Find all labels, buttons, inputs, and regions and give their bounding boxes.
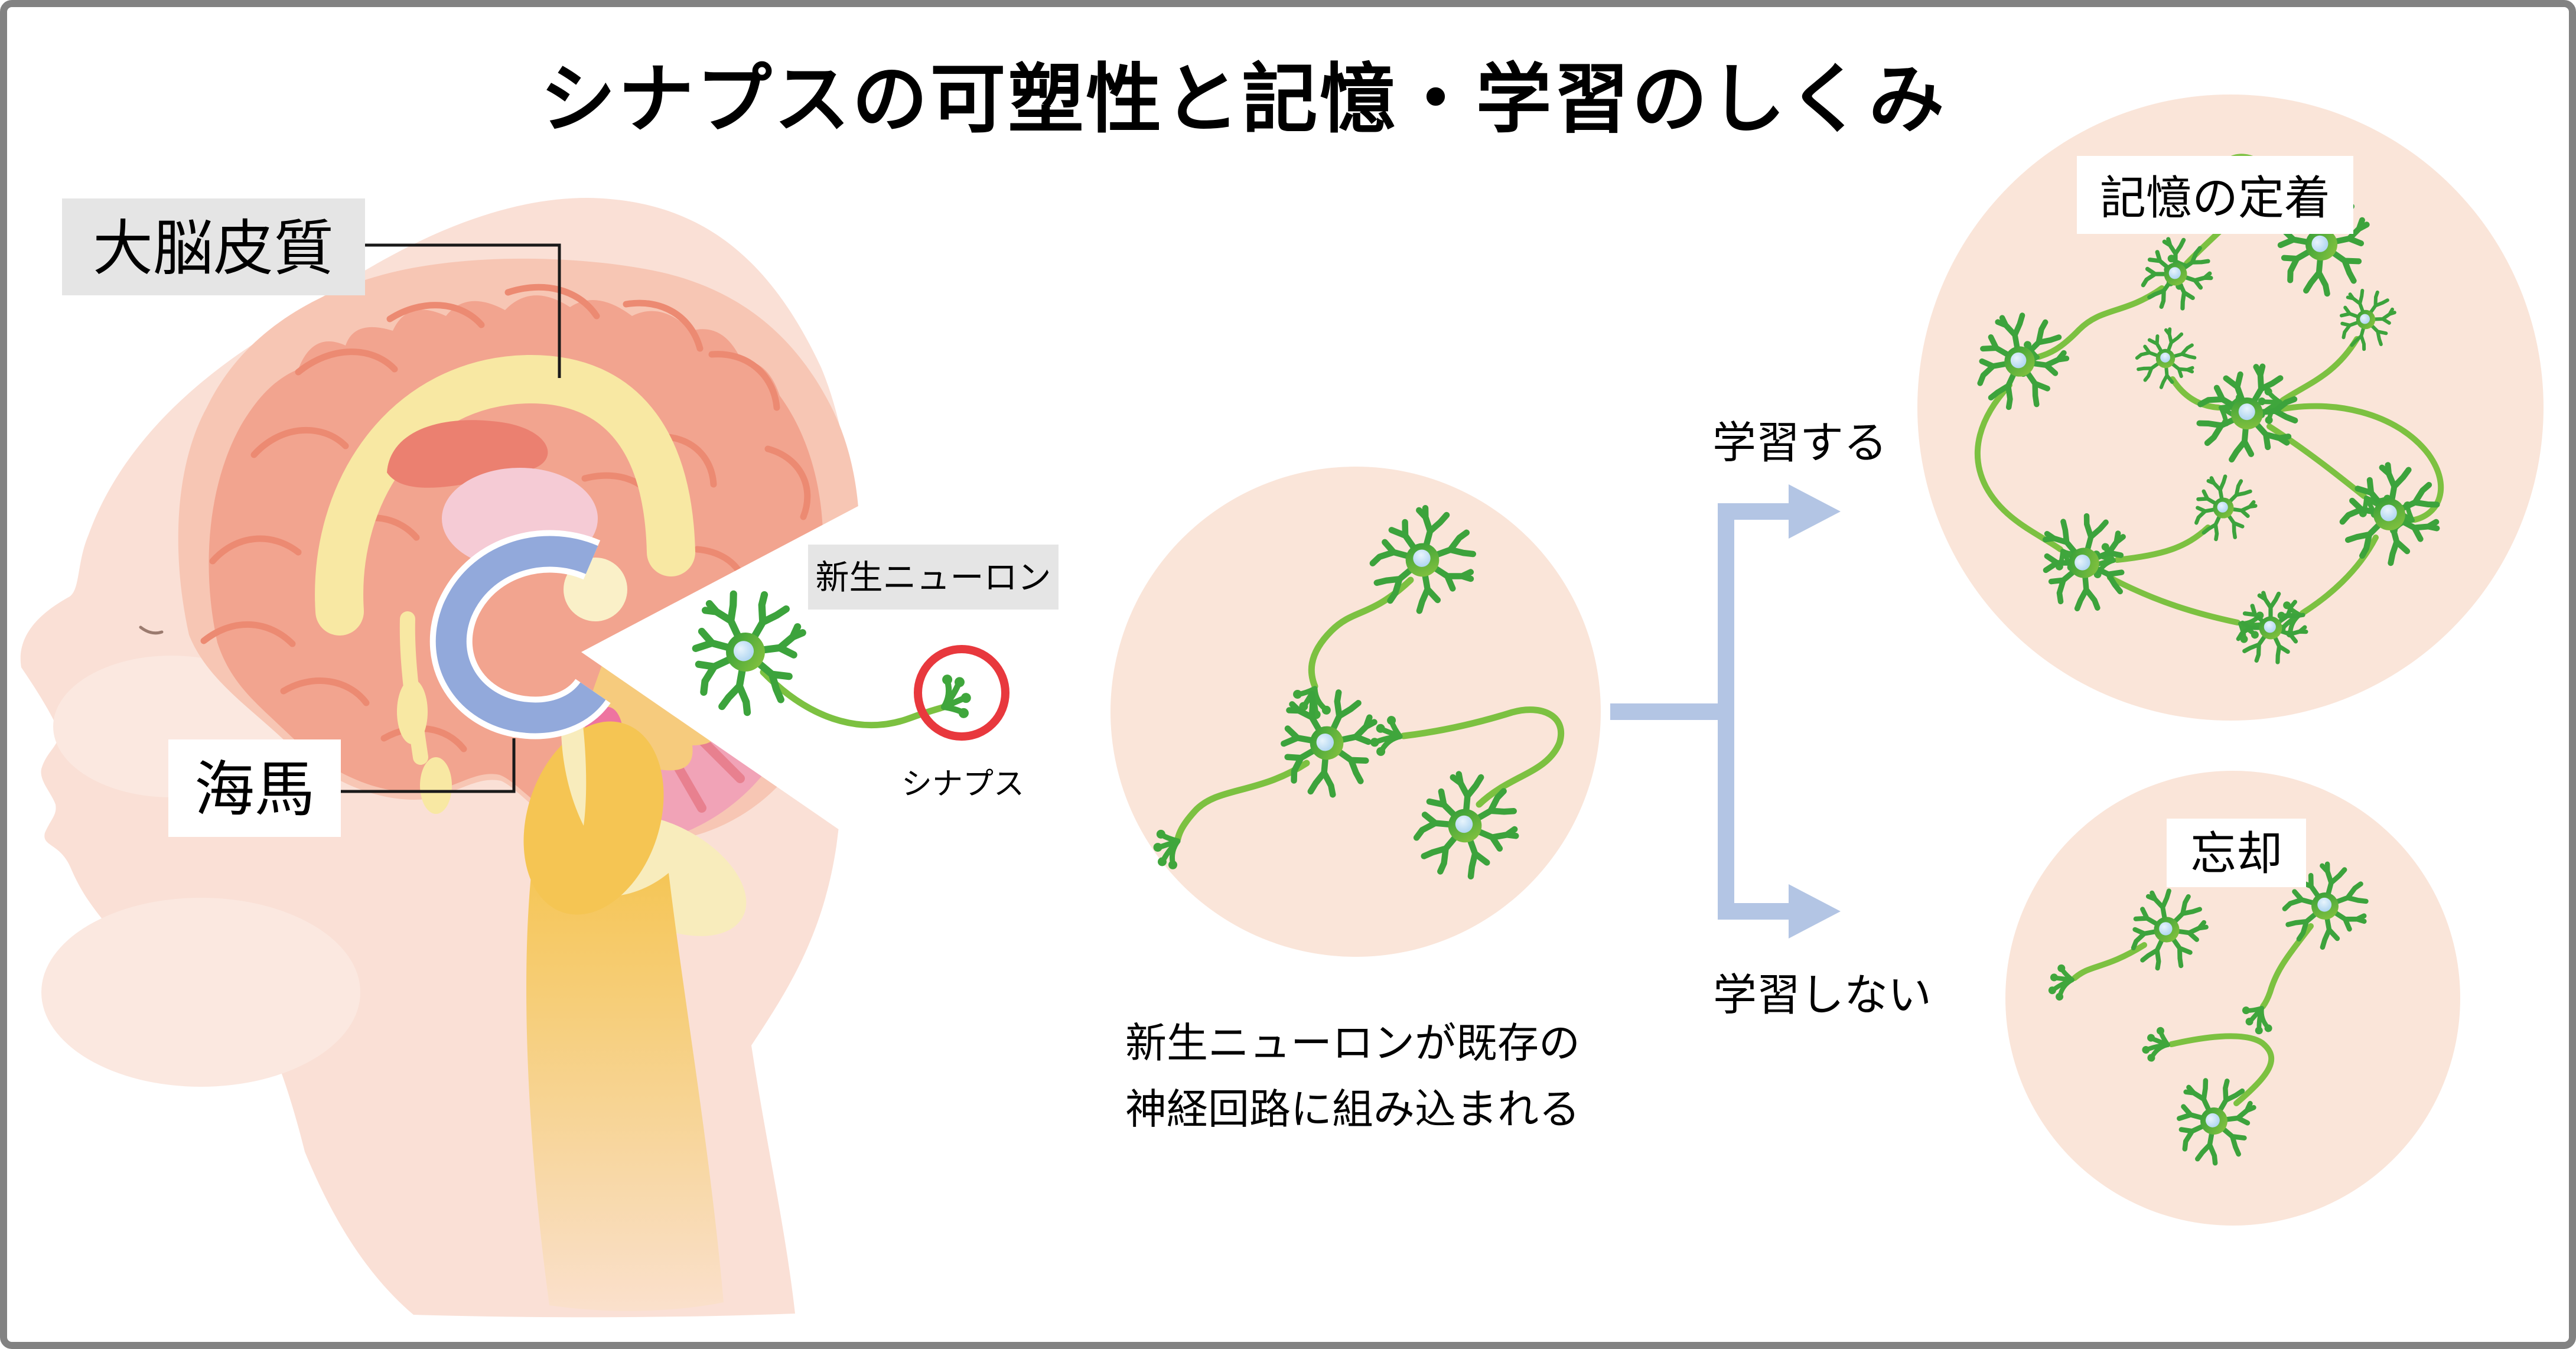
synapse-label: シナプス xyxy=(901,767,1024,801)
cortex-label-box xyxy=(62,198,365,295)
learn-arrowhead xyxy=(1789,484,1841,539)
forgetting-label-box xyxy=(2167,819,2306,887)
page-title: シナプスの可塑性と記憶・学習のしくみ xyxy=(540,57,1946,142)
hippocampus-label: 海馬 xyxy=(194,756,315,823)
new-neuron-label: 新生ニューロン xyxy=(816,559,1051,597)
integration-caption-line2: 神経回路に組み込まれる xyxy=(1125,1086,1580,1132)
synapse-circle xyxy=(914,645,1009,741)
hippocampus-callout: 海馬 xyxy=(168,738,516,837)
forgetting-circle-group: 忘却 xyxy=(2005,771,2460,1226)
consolidation-neurons xyxy=(1976,154,2454,668)
cortex-callout: 大脳皮質 xyxy=(62,198,561,378)
learn-label: 学習する xyxy=(1712,418,1887,467)
consolidation-label-box xyxy=(2077,156,2353,234)
integration-circle-group: 新生ニューロンが既存の 神経回路に組み込まれる xyxy=(1110,467,1601,1132)
consolidation-circle-group: 記憶の定着 xyxy=(1917,95,2544,721)
new-neuron-label-box xyxy=(808,545,1059,610)
forgetting-circle xyxy=(2005,771,2460,1226)
no-learn-label: 学習しない xyxy=(1713,970,1932,1019)
hippocampus-shape xyxy=(429,530,611,739)
cheek-highlight xyxy=(41,898,360,1087)
new-neuron-figure: 新生ニューロン シナプス xyxy=(676,545,1059,801)
eye-lash xyxy=(139,625,164,635)
integration-caption-line1: 新生ニューロンが既存の xyxy=(1125,1020,1580,1066)
head-illustration xyxy=(20,198,910,1318)
consolidation-label: 記憶の定着 xyxy=(2100,172,2330,224)
forgetting-neurons xyxy=(2041,852,2382,1171)
forgetting-label: 忘却 xyxy=(2190,827,2282,879)
no-learn-arrowhead xyxy=(1789,884,1841,939)
branch-arrows xyxy=(1610,484,1841,939)
hippocampus-label-box xyxy=(168,739,341,837)
cortex-label: 大脳皮質 xyxy=(93,215,334,282)
new-neuron-axon xyxy=(760,669,947,729)
integration-neurons xyxy=(1141,493,1565,888)
